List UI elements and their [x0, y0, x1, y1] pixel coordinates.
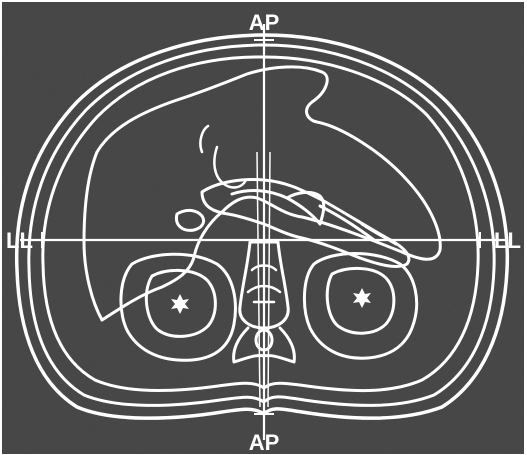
label-right-ll: LL	[494, 228, 521, 253]
label-bottom-ap: AP	[249, 430, 280, 454]
label-top-ap: AP	[249, 10, 280, 35]
label-left-ll: LL	[6, 228, 33, 253]
